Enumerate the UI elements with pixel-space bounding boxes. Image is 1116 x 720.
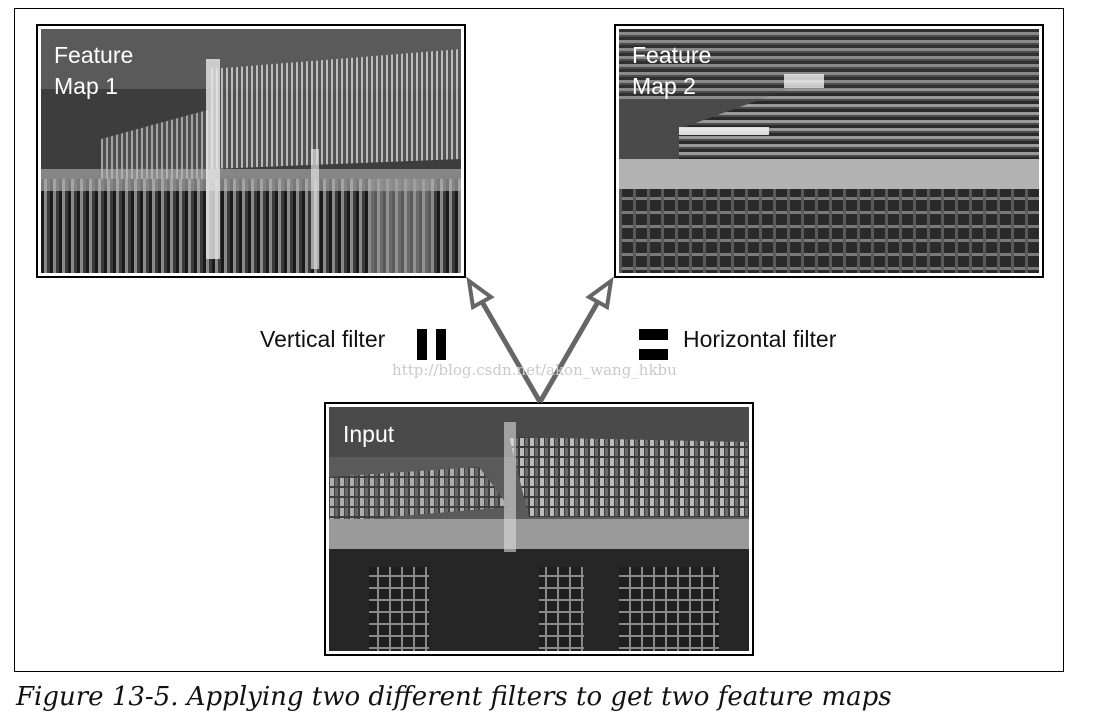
input-panel [324, 402, 754, 656]
feature-map-1-label: Feature Map 1 [54, 40, 133, 102]
feature-map-2-panel [614, 24, 1044, 278]
input-image [329, 407, 749, 651]
feature-map-1-label-line1: Feature [54, 42, 134, 68]
feature-map-1-label-line2: Map 1 [54, 73, 118, 99]
figure-caption: Figure 13-5. Applying two different filt… [16, 682, 892, 712]
watermark: http://blog.csdn.net/akon_wang_hkbu [392, 361, 677, 379]
input-label: Input [343, 421, 395, 447]
feature-map-1-image [41, 29, 461, 273]
feature-map-2-label: Feature Map 2 [632, 40, 711, 102]
feature-map-2-label-line2: Map 2 [632, 73, 696, 99]
horizontal-filter-label: Horizontal filter [683, 326, 837, 352]
feature-map-2-image [619, 29, 1039, 273]
feature-map-2-label-line1: Feature [632, 42, 712, 68]
vertical-filter-label: Vertical filter [260, 326, 386, 352]
feature-map-1-panel [36, 24, 466, 278]
